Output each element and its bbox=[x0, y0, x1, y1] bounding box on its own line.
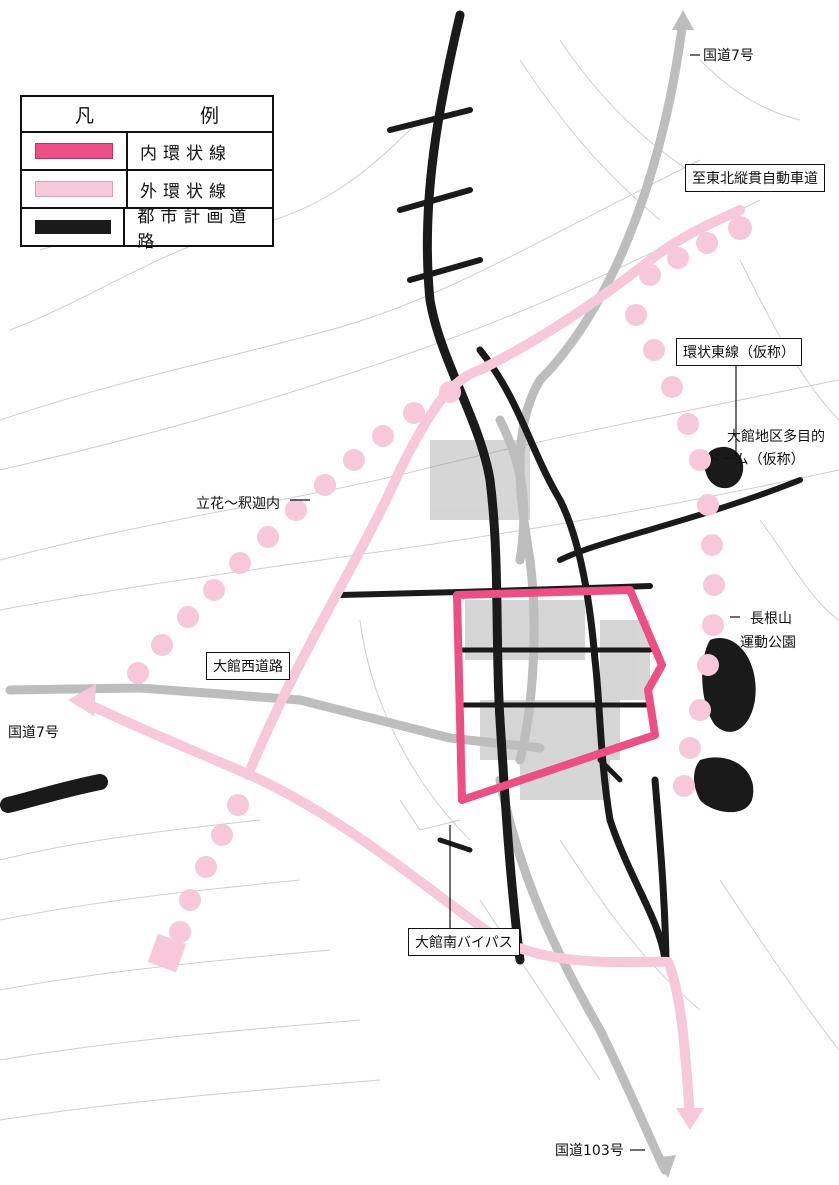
park-south-area bbox=[694, 757, 754, 813]
legend-title-right: 例 bbox=[199, 104, 219, 127]
inner-ring bbox=[453, 586, 666, 804]
route7-west bbox=[5, 683, 545, 753]
label-route7-north: 国道7号 bbox=[703, 48, 754, 64]
legend-item-inner-ring: 内環状線 bbox=[22, 133, 272, 171]
legend-label: 外環状線 bbox=[140, 181, 232, 202]
outer-ring-west-arrow-icon bbox=[68, 684, 96, 716]
inner-ring-swatch bbox=[35, 143, 113, 159]
legend-item-outer-ring: 外環状線 bbox=[22, 171, 272, 209]
legend-title-left: 凡 bbox=[74, 104, 94, 127]
nagane-park-area bbox=[702, 638, 756, 732]
label-south-bypass: 大館南バイパス bbox=[408, 928, 520, 956]
legend: 凡 例 内環状線 外環状線 都市計画道路 bbox=[20, 95, 274, 252]
planned-roads bbox=[337, 10, 803, 965]
label-tachibana: 立花～釈迦内 bbox=[196, 496, 280, 512]
legend-label: 内環状線 bbox=[140, 143, 232, 164]
route103-arrow-icon bbox=[654, 1155, 676, 1178]
route7-north-arrow-icon bbox=[672, 10, 694, 30]
west-planned-road bbox=[0, 774, 108, 813]
label-ring-east: 環状東線（仮称） bbox=[676, 338, 802, 366]
label-route103: 国道103号 bbox=[555, 1143, 624, 1159]
label-expressway: 至東北縦貫自動車道 bbox=[685, 164, 825, 192]
label-nagane-2: 運動公園 bbox=[740, 635, 796, 651]
legend-item-planned-road: 都市計画道路 bbox=[22, 207, 272, 252]
label-route7-west: 国道7号 bbox=[8, 725, 59, 741]
dome-area bbox=[704, 446, 744, 489]
outer-ring-swatch bbox=[35, 181, 113, 197]
label-nagane-1: 長根山 bbox=[750, 611, 792, 627]
label-west-road: 大館西道路 bbox=[206, 652, 290, 680]
outer-ring-south-arrow-icon bbox=[676, 1108, 704, 1130]
leader-lines bbox=[290, 54, 740, 1151]
legend-label: 都市計画道路 bbox=[137, 207, 253, 252]
legend-title: 凡 例 bbox=[22, 97, 272, 133]
outer-ring-planned bbox=[127, 216, 752, 973]
label-dome-2: ドーム（仮称） bbox=[707, 452, 805, 468]
planned-road-swatch bbox=[34, 220, 111, 234]
label-dome-1: 大館地区多目的 bbox=[727, 429, 825, 445]
route103 bbox=[495, 775, 670, 1175]
